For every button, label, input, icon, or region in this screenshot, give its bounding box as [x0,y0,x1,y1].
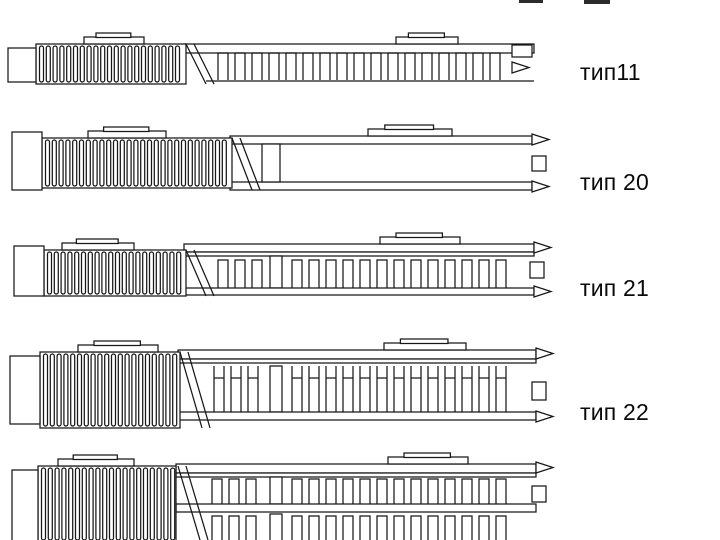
radiator-type-20-drawing [11,124,552,193]
radiator-type-33-drawing [11,452,556,540]
radiator-type-21-drawing [13,232,554,298]
type-label-21: тип 21 [580,275,650,301]
radiator-type-11-drawing [7,32,535,85]
radiator-type-22-drawing [9,338,556,429]
type-label-11: тип11 [580,59,641,85]
type-label-20: тип 20 [580,169,650,195]
type-label-22: тип 22 [580,399,650,425]
top-edge-remnant [519,0,610,4]
